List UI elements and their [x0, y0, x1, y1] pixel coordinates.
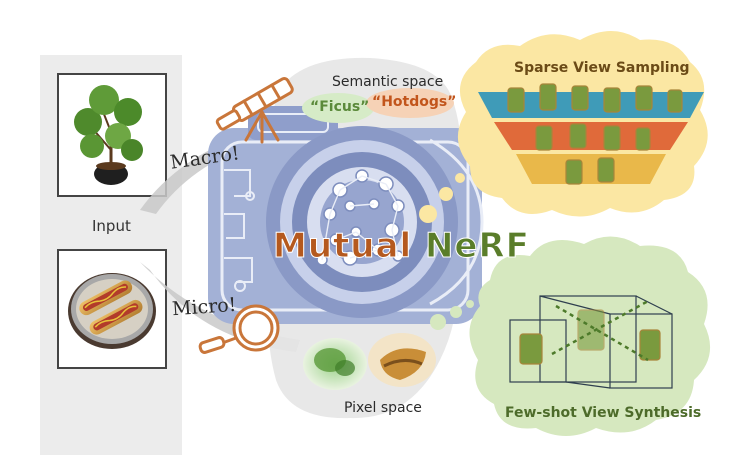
bread-patch	[368, 333, 436, 387]
title-mutual: Mutual	[272, 226, 413, 267]
sparse-view-sampling-label: Sparse View Sampling	[514, 60, 690, 76]
funnel-band-bottom	[516, 154, 666, 184]
leaf-patch	[303, 338, 367, 390]
ficus-tag	[302, 93, 374, 123]
magnifier-icon	[198, 304, 280, 354]
title-nerf: NeRF	[424, 226, 530, 267]
semantic-space-label: Semantic space	[332, 74, 444, 90]
input-label: Input	[92, 217, 131, 235]
bubble-trail-bottom	[430, 300, 474, 330]
chair-image	[519, 309, 661, 365]
pixel-space-label: Pixel space	[344, 400, 422, 416]
camera-illustration	[208, 106, 484, 324]
mutual-nerf-title: Mutual NeRF	[272, 226, 530, 267]
ficus-label: “Ficus”	[310, 99, 370, 115]
funnel-band-mid	[494, 122, 688, 150]
micro-label: Micro!	[171, 293, 238, 321]
bubble-trail-top	[419, 173, 465, 223]
plant-image	[74, 85, 143, 185]
hotdogs-label: “Hotdogs”	[372, 94, 457, 110]
few-shot-view-synthesis-bubble	[469, 236, 711, 436]
few-shot-view-synthesis-label: Few-shot View Synthesis	[505, 405, 702, 421]
hotdogs-image	[68, 273, 156, 349]
hotdogs-tag	[366, 88, 454, 118]
telescope-icon	[215, 77, 294, 144]
chair-image	[507, 83, 683, 185]
sparse-view-sampling-bubble	[457, 31, 708, 217]
